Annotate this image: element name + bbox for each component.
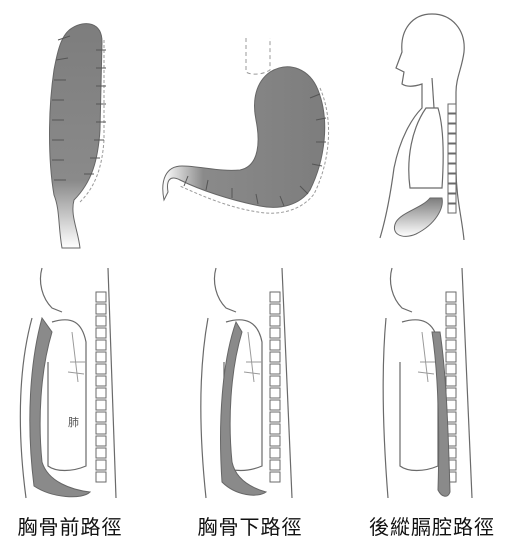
spine <box>270 292 280 482</box>
posterior-mediastinal-route-diagram <box>382 262 494 507</box>
spine <box>448 104 456 213</box>
stomach-diagram <box>160 30 340 220</box>
caption-antesternal-route: 胸骨前路徑 <box>0 514 140 540</box>
spine <box>96 292 106 482</box>
sagittal-head-torso-diagram <box>372 8 482 248</box>
antesternal-route-diagram: 肺 <box>12 262 124 507</box>
gastric-tube-diagram <box>30 10 140 250</box>
caption-posterior-mediastinal-route: 後縱膈腔路徑 <box>358 514 506 540</box>
caption-substernal-route: 胸骨下路徑 <box>180 514 320 540</box>
substernal-route-diagram <box>196 262 308 507</box>
lung-label: 肺 <box>68 416 79 429</box>
